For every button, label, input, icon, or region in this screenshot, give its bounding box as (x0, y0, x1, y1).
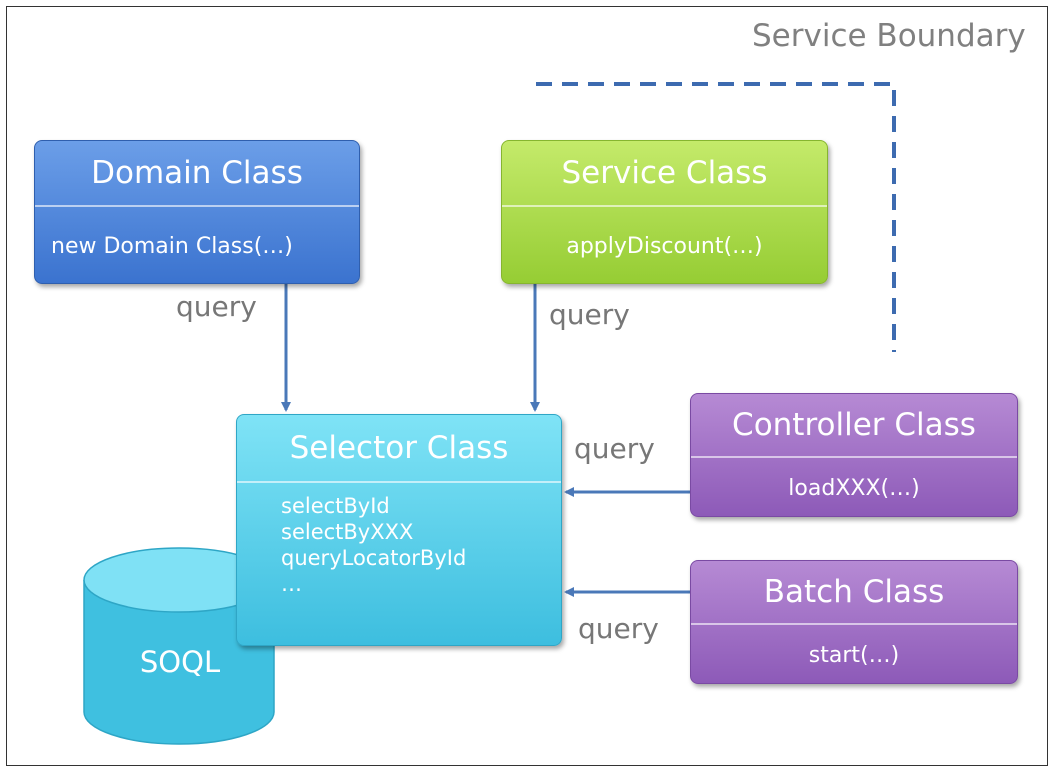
soql-database-icon (83, 547, 275, 745)
service-class-method: applyDiscount(…) (566, 233, 763, 259)
domain-class-method: new Domain Class(…) (51, 233, 293, 259)
selector-method-item: … (281, 572, 302, 596)
soql-label: SOQL (139, 645, 221, 679)
batch-class-title: Batch Class (691, 561, 1017, 625)
selector-method-list: selectById selectByXXX queryLocatorById … (237, 483, 561, 597)
batch-class-box: Batch Class start(…) (690, 560, 1018, 684)
controller-class-box: Controller Class loadXXX(…) (690, 393, 1018, 517)
selector-class-title: Selector Class (237, 415, 561, 483)
query-label-controller: query (574, 432, 655, 465)
query-label-domain: query (176, 290, 257, 323)
service-class-title: Service Class (502, 141, 827, 207)
query-label-batch: query (578, 612, 659, 645)
service-boundary-line (536, 82, 896, 352)
selector-method-item: selectById (281, 494, 390, 518)
domain-class-box: Domain Class new Domain Class(…) (34, 140, 360, 284)
selector-class-box: Selector Class selectById selectByXXX qu… (236, 414, 562, 646)
selector-method-item: queryLocatorById (281, 546, 467, 570)
domain-class-title: Domain Class (35, 141, 359, 207)
query-label-service: query (549, 298, 630, 331)
controller-class-method: loadXXX(…) (788, 475, 920, 501)
batch-class-method: start(…) (808, 642, 900, 668)
selector-method-item: selectByXXX (281, 520, 414, 544)
service-class-box: Service Class applyDiscount(…) (501, 140, 828, 284)
service-boundary-label: Service Boundary (752, 18, 1026, 54)
controller-class-title: Controller Class (691, 394, 1017, 458)
